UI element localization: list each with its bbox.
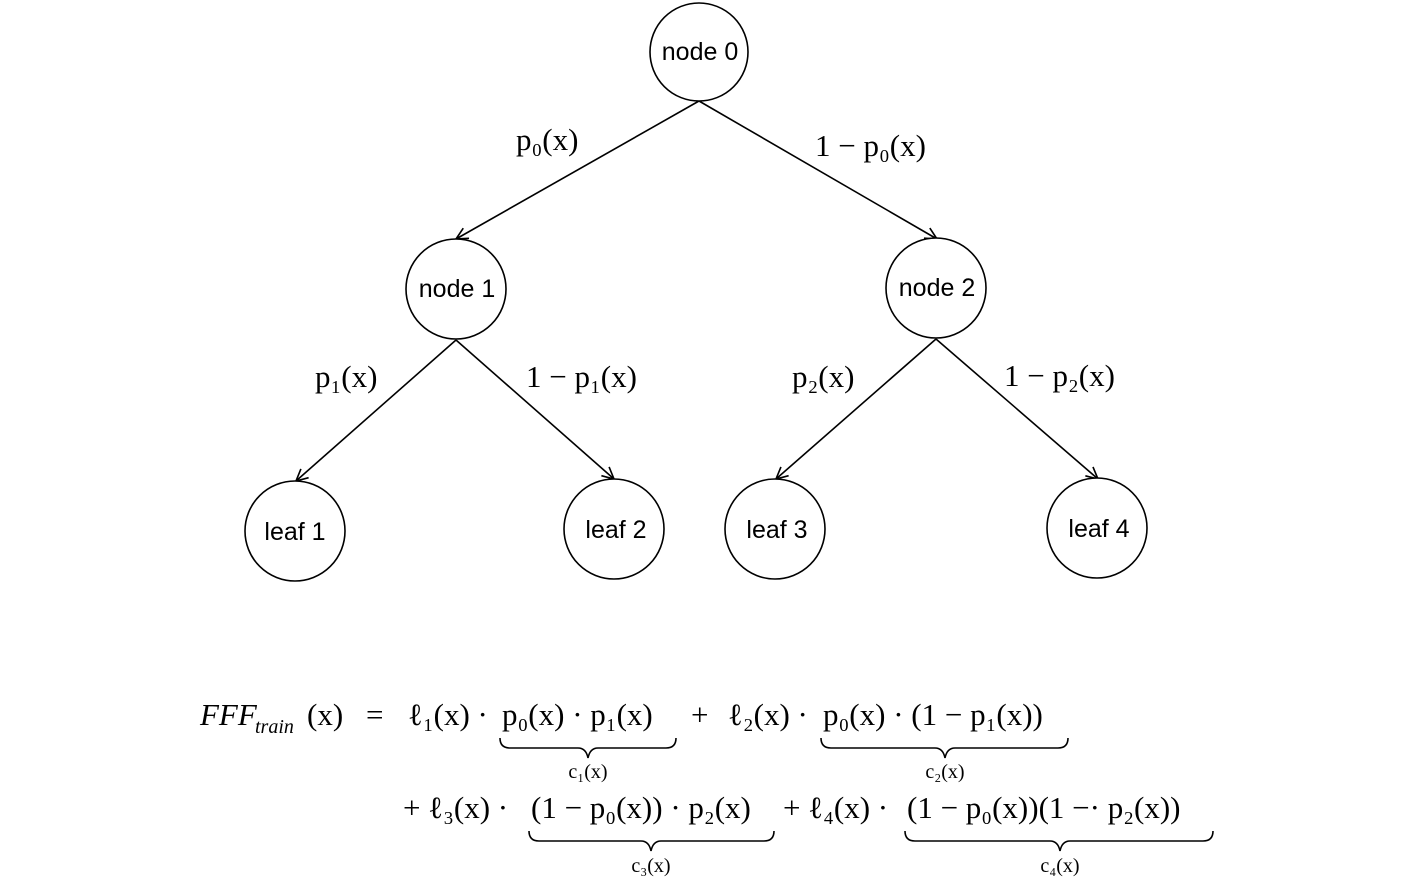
edge-label-p1: p₁(x) xyxy=(315,359,377,394)
lhs-argument: (x) xyxy=(307,697,343,732)
nodes: node 0 node 1 node 2 leaf 1 leaf 2 leaf … xyxy=(244,2,1148,582)
leaf-4-label: leaf 4 xyxy=(1068,515,1129,543)
term3-underbrace xyxy=(528,830,775,852)
term1-label: c₁(x) xyxy=(568,761,607,783)
leaf-3-label: leaf 3 xyxy=(746,516,807,544)
edge-node2-leaf3 xyxy=(776,338,937,479)
leaf-1-label: leaf 1 xyxy=(264,518,325,546)
leaf-4: leaf 4 xyxy=(1046,477,1148,579)
node-0: node 0 xyxy=(649,2,749,102)
edge-node2-leaf4 xyxy=(935,338,1098,479)
node-1: node 1 xyxy=(405,238,507,340)
term3-label: c₃(x) xyxy=(631,855,670,877)
edge-label-p0: p₀(x) xyxy=(516,122,578,157)
term3-coefficient: (1 − p₀(x)) · p₂(x) xyxy=(531,790,751,825)
term2-loss: ℓ₂(x) · xyxy=(728,697,808,732)
term4-loss: + ℓ₄(x) · xyxy=(783,790,888,825)
edge-node0-node1 xyxy=(456,100,700,239)
term4-coefficient: (1 − p₀(x))(1 −· p₂(x)) xyxy=(907,790,1181,825)
edges xyxy=(296,100,1098,481)
leaf-3: leaf 3 xyxy=(724,478,826,580)
term1-coefficient: p₀(x) · p₁(x) xyxy=(502,697,653,732)
term2-coefficient: p₀(x) · (1 − p₁(x)) xyxy=(823,697,1043,732)
edge-label-1-minus-p0: 1 − p₀(x) xyxy=(815,128,926,163)
leaf-1: leaf 1 xyxy=(244,480,346,582)
term2-underbrace xyxy=(820,737,1069,759)
equation: FFF train (x) = ℓ₁(x) · p₀(x) · p₁(x) c₁… xyxy=(199,697,1214,877)
term2-label: c₂(x) xyxy=(925,761,964,783)
edge-label-1-minus-p2: 1 − p₂(x) xyxy=(1004,358,1115,393)
edge-node0-node2 xyxy=(698,100,937,239)
edge-labels: p₀(x) 1 − p₀(x) p₁(x) 1 − p₁(x) p₂(x) 1 … xyxy=(315,122,1115,394)
node-2-label: node 2 xyxy=(899,274,975,302)
plus-sign: + xyxy=(691,697,708,732)
leaf-2: leaf 2 xyxy=(563,478,665,580)
node-2: node 2 xyxy=(885,237,987,339)
edge-label-p2: p₂(x) xyxy=(792,359,854,394)
edge-node1-leaf2 xyxy=(455,339,614,479)
node-1-label: node 1 xyxy=(419,275,495,303)
leaf-2-label: leaf 2 xyxy=(585,516,646,544)
term1-loss: ℓ₁(x) · xyxy=(408,697,488,732)
term4-underbrace xyxy=(904,830,1214,852)
lhs-subscript: train xyxy=(255,716,294,738)
edge-label-1-minus-p1: 1 − p₁(x) xyxy=(526,359,637,394)
term3-loss: + ℓ₃(x) · xyxy=(403,790,508,825)
edge-node1-leaf1 xyxy=(296,339,457,481)
term4-label: c₄(x) xyxy=(1040,855,1079,877)
node-0-label: node 0 xyxy=(662,38,738,66)
term1-underbrace xyxy=(499,737,677,759)
equals-sign: = xyxy=(366,697,383,732)
lhs-main: FFF xyxy=(199,697,258,732)
